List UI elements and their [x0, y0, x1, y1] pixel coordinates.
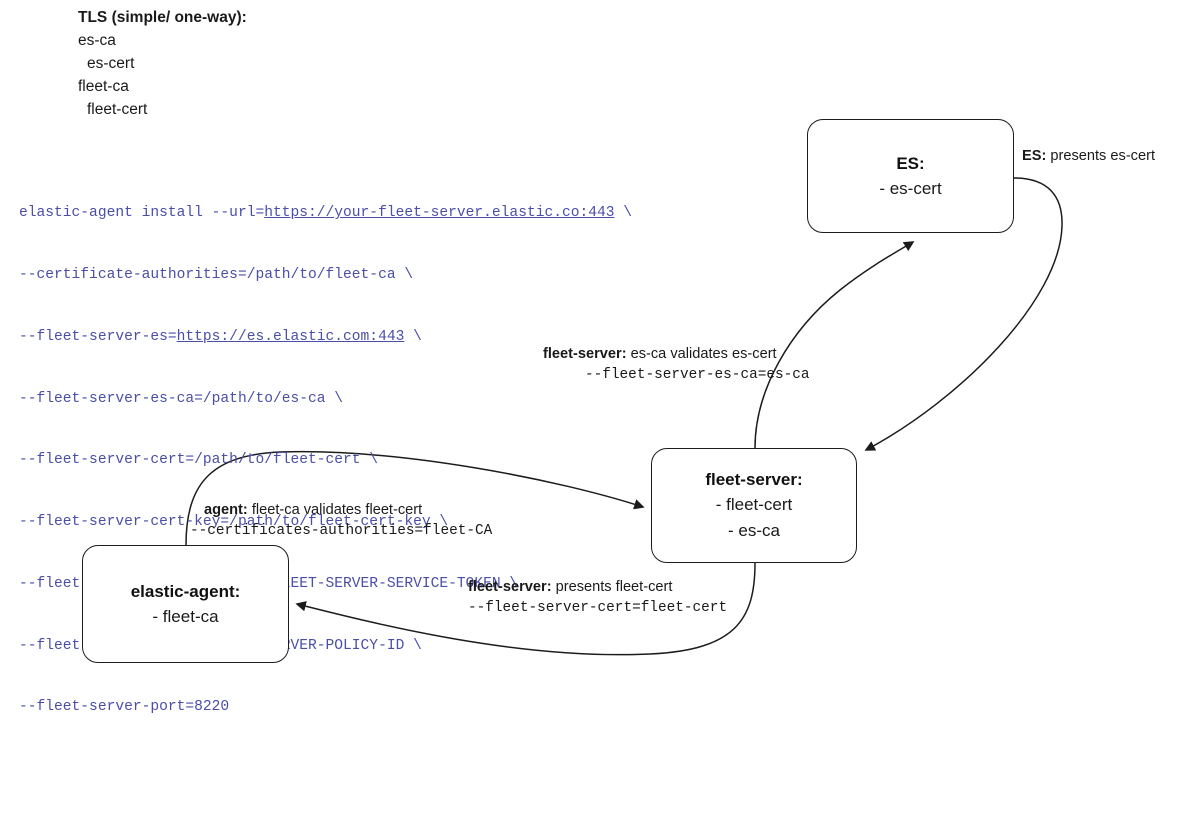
command-text: --fleet-server-port=8220 [19, 699, 230, 716]
edge-label-es-presents: ES: presents es-cert [1022, 146, 1155, 167]
edge-label-strong: agent: [204, 502, 248, 518]
edge-label-row: ES: presents es-cert [1022, 148, 1155, 164]
node-elastic-agent-item: - fleet-ca [152, 606, 219, 626]
edge-label-strong: fleet-server: [468, 579, 552, 595]
node-es[interactable]: ES: - es-cert [807, 119, 1014, 233]
command-line: --fleet-server-es=https://es.elastic.com… [19, 327, 632, 348]
edge-label-fleet-server-validates: fleet-server: es-ca validates es-cert --… [543, 344, 810, 386]
tls-note-title: TLS (simple/ one-way): [78, 9, 247, 26]
command-line: --certificate-authorities=/path/to/fleet… [19, 265, 632, 286]
command-text: \ [404, 328, 422, 345]
edge-label-text: presents es-cert [1046, 148, 1156, 164]
command-text: --fleet-server-cert=/path/to/fleet-cert … [19, 452, 379, 469]
command-line: elastic-agent install --url=https://your… [19, 203, 632, 224]
command-text: elastic-agent install --url= [19, 205, 265, 222]
edge-label-flag: --fleet-server-cert=fleet-cert [468, 600, 728, 616]
command-text: \ [614, 205, 633, 222]
node-fleet-server-title: fleet-server: [705, 470, 803, 489]
edge-label-agent-validates: agent: fleet-ca validates fleet-cert --c… [190, 500, 492, 542]
command-text: --certificate-authorities=/path/to/fleet… [19, 266, 414, 283]
tls-note-line: fleet-cert [87, 101, 148, 118]
edge-label-strong: fleet-server: [543, 346, 627, 362]
command-line: --fleet-server-port=8220 [19, 697, 632, 718]
node-elastic-agent-title: elastic-agent: [130, 581, 241, 601]
node-fleet-server[interactable]: fleet-server: - fleet-cert - es-ca [651, 448, 857, 563]
edge-label-flag: --certificates-authorities=fleet-CA [190, 523, 493, 539]
command-url-link[interactable]: https://es.elastic.com:443 [176, 328, 405, 345]
edge-label-row: agent: fleet-ca validates fleet-cert [190, 502, 422, 518]
edge-label-text: presents fleet-cert [551, 579, 673, 595]
node-elastic-agent[interactable]: elastic-agent: - fleet-ca [82, 545, 289, 663]
command-text: --fleet-server-cert-key=/path/to/fleet-c… [19, 514, 449, 531]
tls-note: TLS (simple/ one-way): es-ca es-cert fle… [78, 6, 247, 121]
command-line: --fleet-server-cert=/path/to/fleet-cert … [19, 450, 632, 471]
edge-label-strong: ES: [1022, 148, 1047, 164]
command-text: --fleet-server-es-ca=/path/to/es-ca \ [19, 390, 344, 407]
command-url-link[interactable]: https://your-fleet-server.elastic.co:443 [264, 205, 615, 222]
node-fleet-server-item: - es-ca [728, 521, 780, 540]
edge-label-fleet-server-presents: fleet-server: presents fleet-cert --flee… [468, 577, 727, 619]
node-fleet-server-item: - fleet-cert [715, 495, 793, 514]
edge-label-row: fleet-server: es-ca validates es-cert [543, 346, 777, 362]
edge-label-row: fleet-server: presents fleet-cert [468, 579, 672, 595]
edge-label-text: fleet-ca validates fleet-cert [247, 502, 423, 518]
node-es-item: - es-cert [879, 178, 942, 198]
tls-note-line: es-ca [78, 32, 116, 49]
command-text: --fleet-server-es= [19, 328, 177, 345]
command-line: --fleet-server-es-ca=/path/to/es-ca \ [19, 389, 632, 410]
edge-label-text: es-ca validates es-cert [626, 346, 777, 362]
tls-note-line: fleet-ca [78, 78, 129, 95]
edge-label-flag: --fleet-server-es-ca=es-ca [585, 367, 810, 383]
node-es-title: ES: [896, 153, 925, 173]
tls-note-line: es-cert [87, 55, 135, 72]
command-line: --fleet-server-cert-key=/path/to/fleet-c… [19, 512, 632, 533]
install-command-block: elastic-agent install --url=https://your… [19, 162, 632, 759]
